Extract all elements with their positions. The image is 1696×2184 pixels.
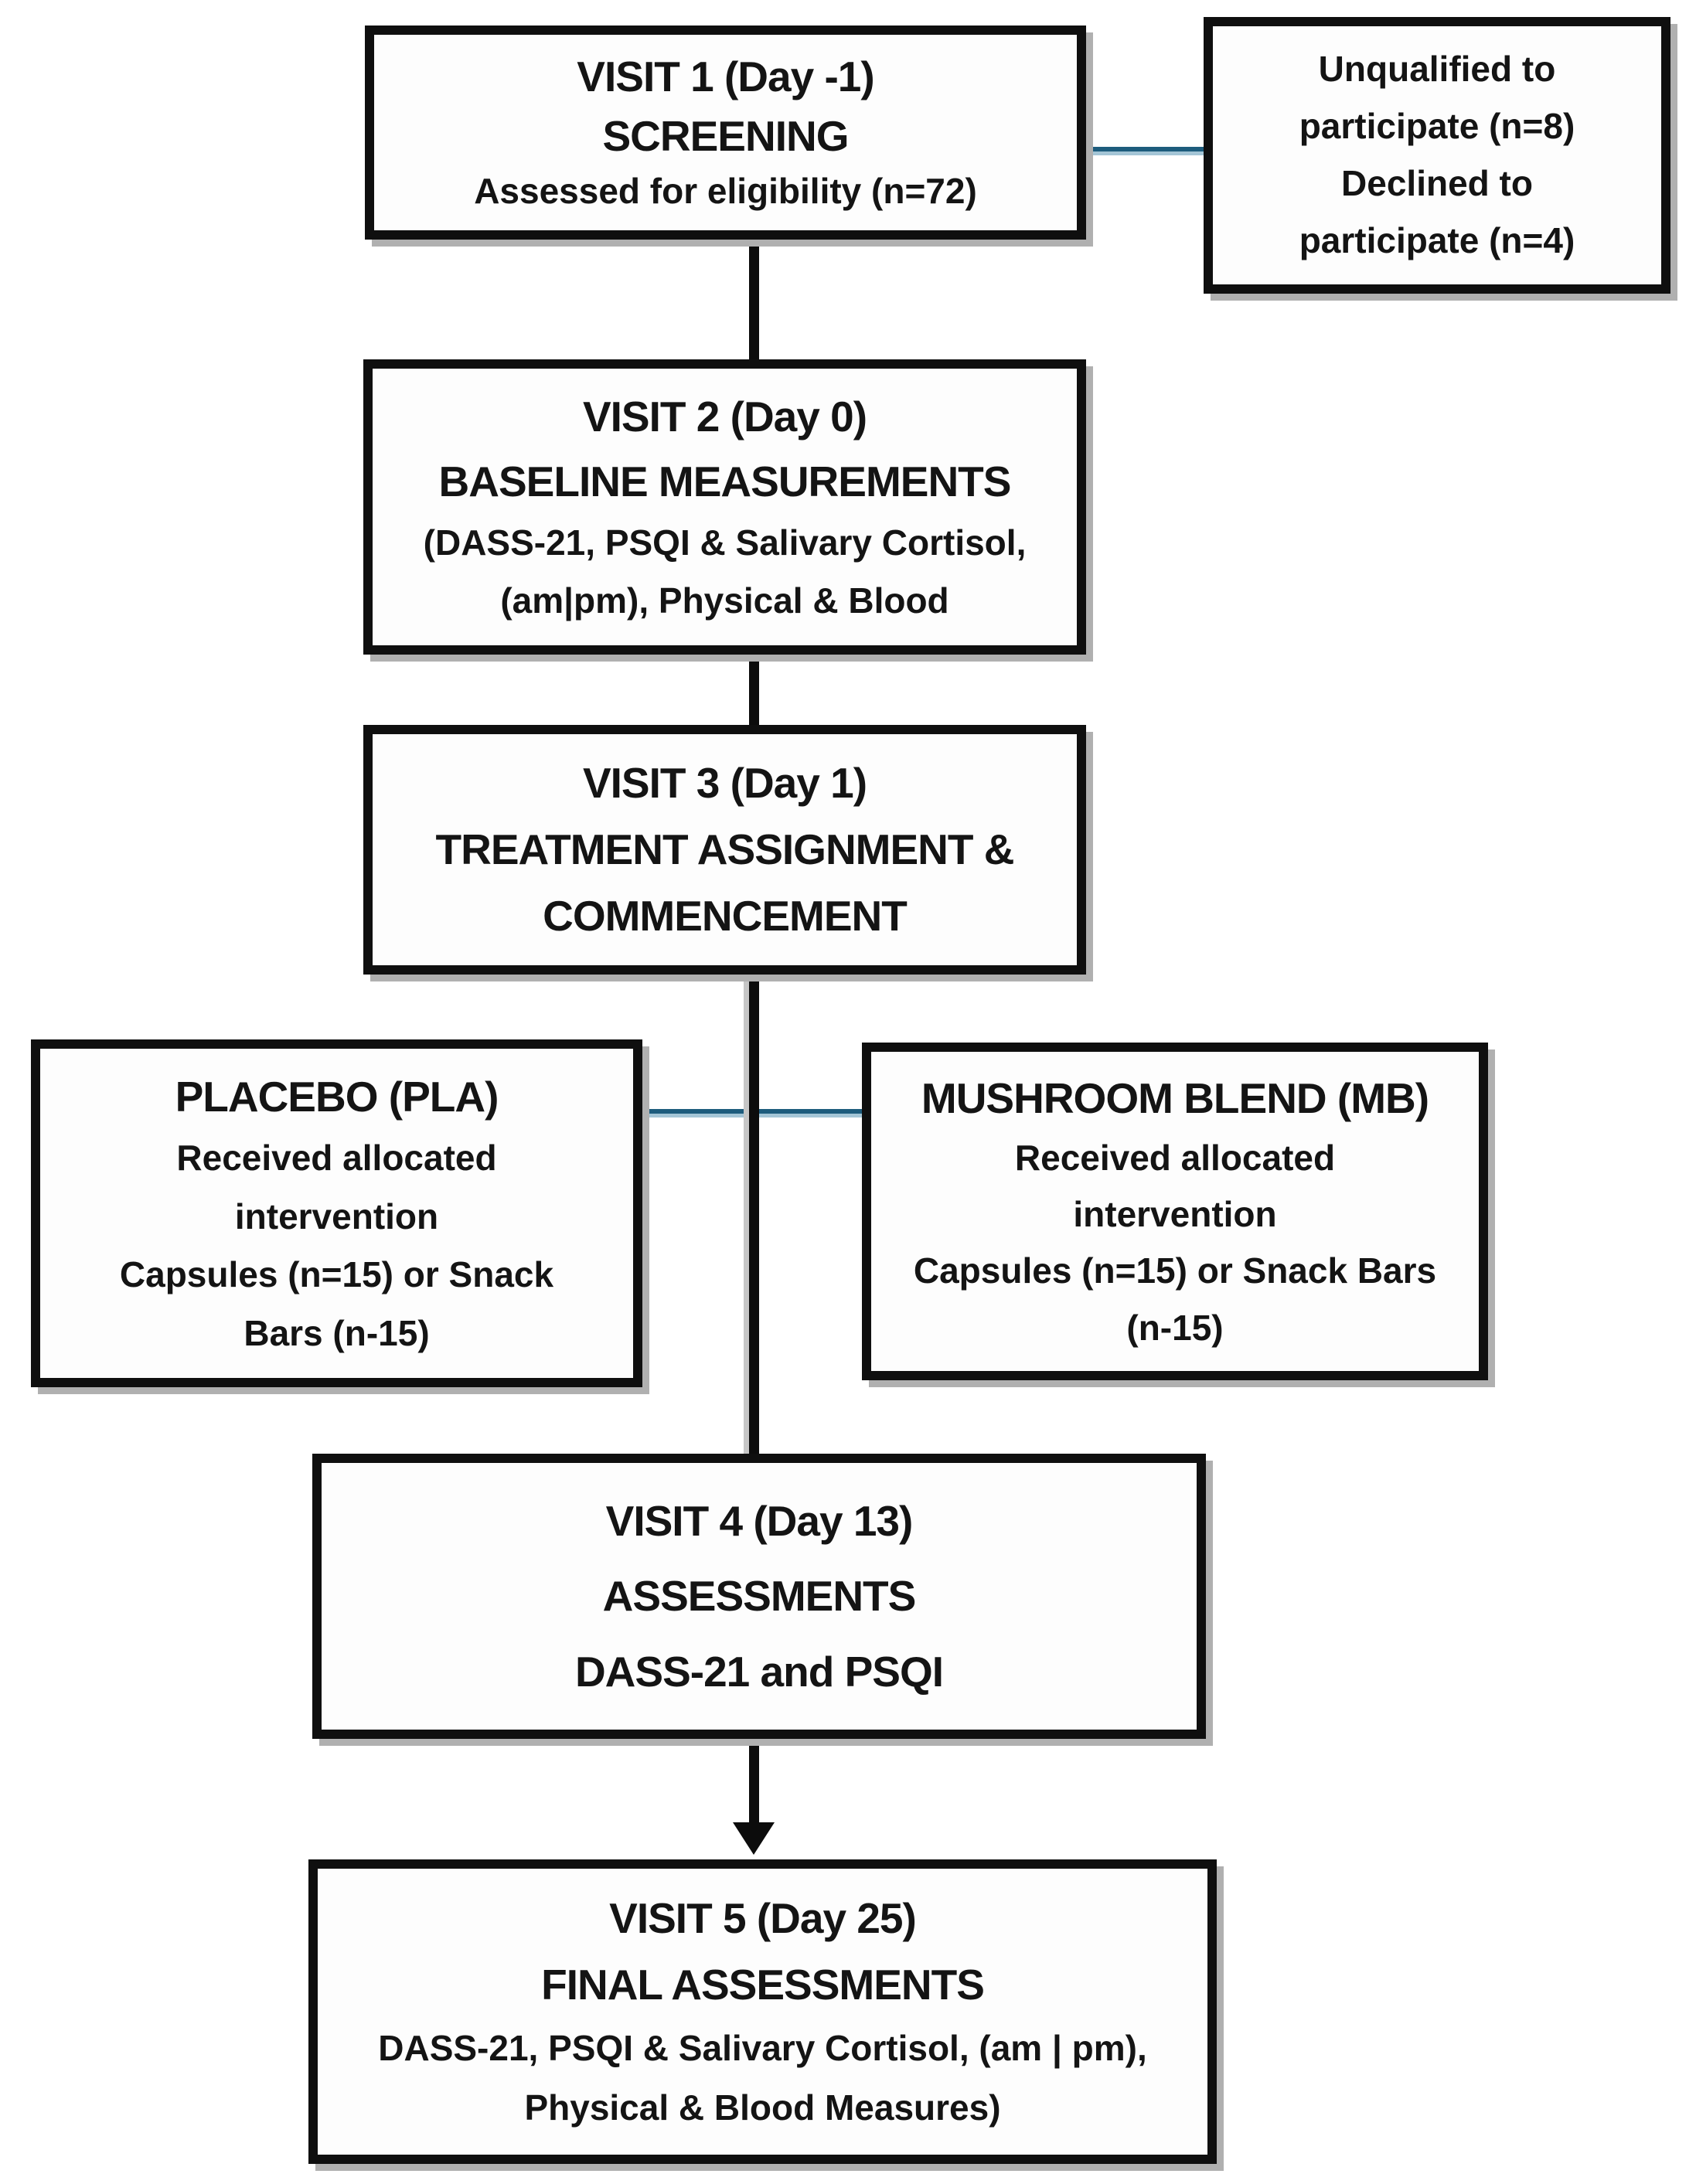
visit3-subtitle: TREATMENT ASSIGNMENT &: [435, 825, 1015, 874]
mushroom-line: Capsules (n=15) or Snack Bars: [913, 1250, 1437, 1291]
visit2-box: VISIT 2 (Day 0) BASELINE MEASUREMENTS (D…: [363, 359, 1086, 655]
mushroom-box: MUSHROOM BLEND (MB) Received allocated i…: [862, 1043, 1488, 1380]
visit2-title: VISIT 2 (Day 0): [582, 392, 867, 441]
placebo-box: PLACEBO (PLA) Received allocated interve…: [31, 1039, 642, 1387]
visit3-subtitle2: COMMENCEMENT: [543, 892, 908, 941]
arrow-down-icon: [733, 1822, 775, 1855]
connector-visit2-visit3: [749, 653, 759, 727]
connector-visit1-visit2: [749, 238, 759, 362]
exclusions-line: participate (n=8): [1299, 106, 1575, 147]
mushroom-line: intervention: [1073, 1194, 1277, 1235]
exclusions-line: Declined to: [1341, 163, 1533, 204]
visit4-title: VISIT 4 (Day 13): [605, 1496, 914, 1545]
visit3-box: VISIT 3 (Day 1) TREATMENT ASSIGNMENT & C…: [363, 725, 1086, 975]
visit4-detail: DASS-21 and PSQI: [574, 1647, 944, 1696]
placebo-title: PLACEBO (PLA): [175, 1072, 499, 1121]
placebo-line: Bars (n-15): [244, 1312, 430, 1353]
connector-visit4-visit5: [749, 1737, 759, 1829]
visit3-title: VISIT 3 (Day 1): [582, 759, 867, 808]
visit5-box: VISIT 5 (Day 25) FINAL ASSESSMENTS DASS-…: [308, 1859, 1217, 2164]
visit5-subtitle: FINAL ASSESSMENTS: [541, 1961, 985, 2009]
exclusions-line: Unqualified to: [1318, 49, 1556, 90]
visit1-subtitle: SCREENING: [602, 111, 850, 160]
visit4-subtitle: ASSESSMENTS: [602, 1572, 917, 1621]
mushroom-line: (n-15): [1126, 1307, 1224, 1348]
mushroom-line: Received allocated: [1014, 1137, 1336, 1178]
visit1-detail: Assessed for eligibility (n=72): [474, 171, 977, 212]
connector-visit3-visit4: [749, 973, 759, 1456]
visit5-title: VISIT 5 (Day 25): [609, 1893, 917, 1942]
visit1-title: VISIT 1 (Day -1): [577, 53, 874, 101]
visit5-detail: DASS-21, PSQI & Salivary Cortisol, (am |…: [378, 2027, 1147, 2068]
exclusions-box: Unqualified to participate (n=8) Decline…: [1204, 17, 1670, 294]
connector-visit1-exclusions: [1086, 147, 1204, 155]
visit4-box: VISIT 4 (Day 13) ASSESSMENTS DASS-21 and…: [312, 1454, 1206, 1739]
placebo-line: Received allocated: [176, 1138, 497, 1179]
mushroom-title: MUSHROOM BLEND (MB): [921, 1073, 1429, 1122]
placebo-line: Capsules (n=15) or Snack: [119, 1254, 554, 1295]
visit2-detail: (am|pm), Physical & Blood: [500, 580, 949, 621]
visit2-detail: (DASS-21, PSQI & Salivary Cortisol,: [423, 522, 1027, 563]
placebo-line: intervention: [234, 1196, 439, 1237]
visit1-box: VISIT 1 (Day -1) SCREENING Assessed for …: [365, 26, 1086, 240]
visit2-subtitle: BASELINE MEASUREMENTS: [438, 457, 1012, 505]
exclusions-line: participate (n=4): [1299, 220, 1575, 261]
visit5-detail: Physical & Blood Measures): [524, 2087, 1001, 2128]
